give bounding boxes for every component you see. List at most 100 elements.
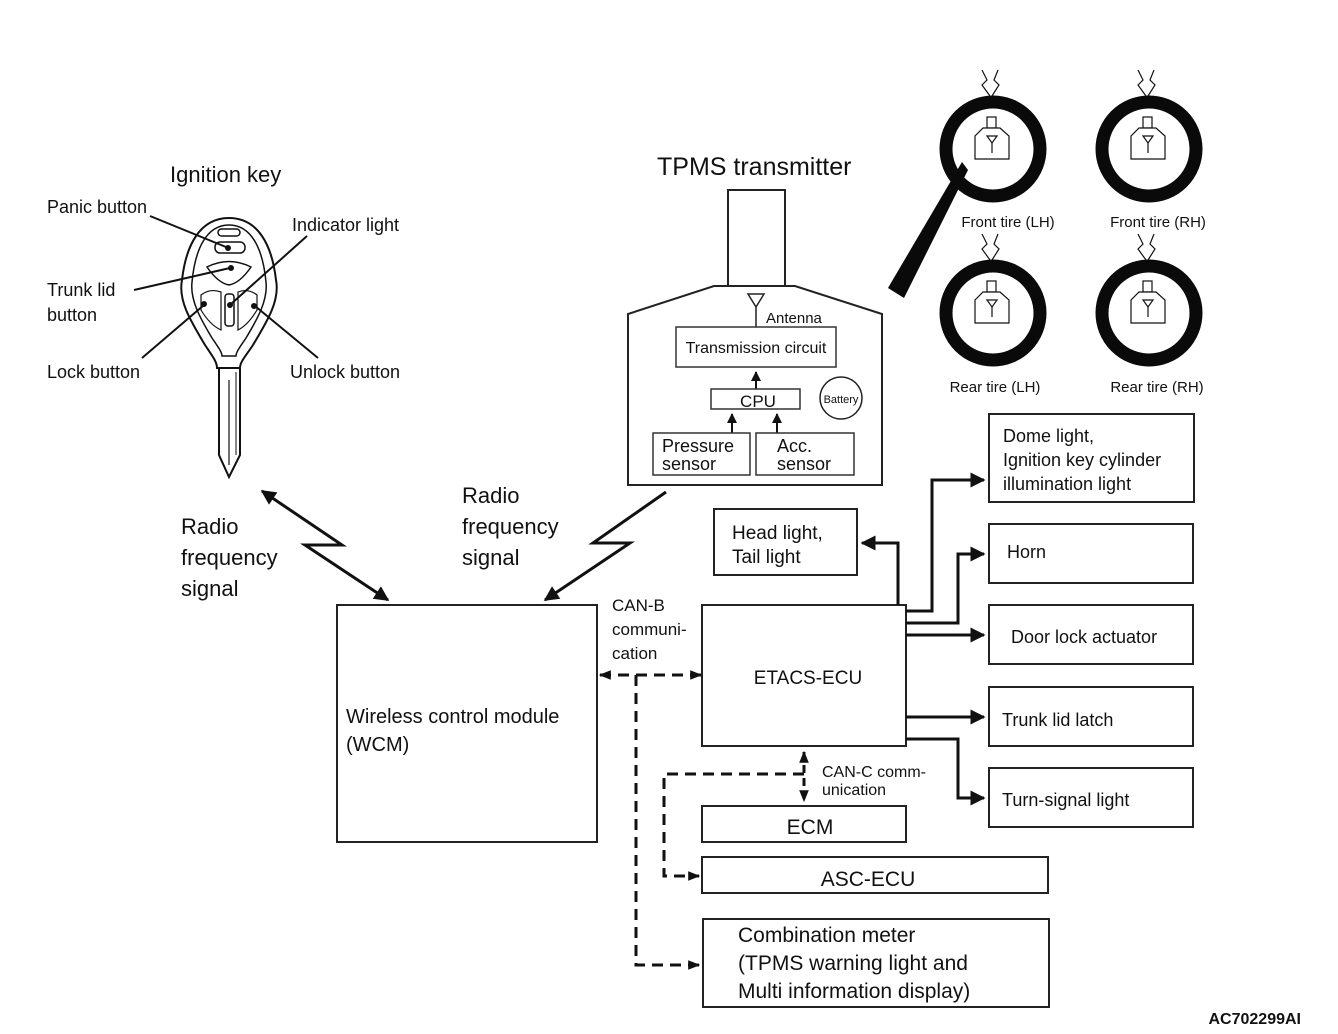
tire-rear-rh: Rear tire (RH) <box>1095 233 1204 396</box>
trunk-lid-button-label-1: Trunk lid <box>47 280 115 300</box>
battery-label: Battery <box>824 394 859 406</box>
unlock-button-leader <box>254 305 319 359</box>
etacs-to-headlight <box>860 535 900 605</box>
front-rh-label: Front tire (RH) <box>1110 214 1206 231</box>
rf-left-line-2: frequency <box>181 545 278 570</box>
wcm-box <box>336 604 598 843</box>
tire-front-rh: Front tire (RH) <box>1095 69 1206 231</box>
trunk-lid-latch-box <box>988 686 1194 747</box>
can-c-to-asc <box>662 772 804 881</box>
pressure-sensor-label-1: Pressure <box>662 436 734 456</box>
etacs-ecu-box <box>701 604 907 747</box>
asc-ecu-box <box>701 856 1049 894</box>
combination-meter-box <box>702 918 1050 1008</box>
can-b-label-2: communi- <box>612 620 687 639</box>
etacs-ecu-label: ETACS-ECU <box>754 668 862 689</box>
rf-right-line-2: frequency <box>462 514 559 539</box>
trunk-lid-latch-label: Trunk lid latch <box>1002 710 1113 730</box>
tires-group: Front tire (LH) Front tire (RH) Rear tir… <box>939 69 1206 396</box>
trunk-lid-button-leader <box>133 267 231 291</box>
can-b-label-1: CAN-B <box>612 596 665 615</box>
rf-signal-left: Radio frequency signal <box>181 489 390 602</box>
horn-label: Horn <box>1007 542 1046 562</box>
rear-lh-label: Rear tire (LH) <box>950 379 1041 396</box>
rf-left-line-1: Radio <box>181 514 238 539</box>
can-c-label-1: CAN-C comm- <box>822 764 926 781</box>
ignition-key-group: Ignition key Panic button Indicator ligh… <box>47 162 400 480</box>
panic-button-label: Panic button <box>47 197 147 217</box>
head-tail-light-box <box>713 508 858 576</box>
battery-icon <box>819 376 863 420</box>
wcm-label-1: Wireless control module <box>346 706 559 728</box>
rf-lightning-arrow-right <box>543 490 667 602</box>
etacs-to-dome-light <box>906 472 986 613</box>
key-fob-icon <box>180 216 278 480</box>
ignition-key-title: Ignition key <box>170 162 281 187</box>
combination-meter-label-1: Combination meter <box>738 924 915 947</box>
rf-right-line-1: Radio <box>462 483 519 508</box>
etacs-to-horn <box>906 546 986 625</box>
sensor-icon <box>974 280 1010 324</box>
wcm-label-2: (WCM) <box>346 734 409 756</box>
combination-meter-label-2: (TPMS warning light and <box>738 952 968 975</box>
ecm-box <box>701 805 907 843</box>
transmitter-housing <box>627 285 883 486</box>
tire-icon <box>939 95 1047 203</box>
unlock-button-label: Unlock button <box>290 362 400 382</box>
tire-icon <box>939 259 1047 367</box>
antenna-label: Antenna <box>766 310 823 327</box>
door-lock-actuator-label: Door lock actuator <box>1011 627 1157 647</box>
head-tail-light-label-2: Tail light <box>732 547 801 568</box>
indicator-light-leader <box>230 235 308 305</box>
rf-left-line-3: signal <box>181 576 238 601</box>
signal-wave-icon <box>1137 69 1156 97</box>
figure-id: AC702299AI <box>1209 1011 1302 1028</box>
panic-button-leader <box>149 215 227 248</box>
lock-button-label: Lock button <box>47 362 140 382</box>
rf-right-line-3: signal <box>462 545 519 570</box>
rf-lightning-arrow-left <box>260 489 390 602</box>
valve-stem <box>727 189 786 287</box>
ecm-label: ECM <box>787 816 834 839</box>
trunk-lid-button-label-2: button <box>47 305 97 325</box>
acc-sensor-label-2: sensor <box>777 454 831 474</box>
turn-signal-light-box <box>988 767 1194 828</box>
combination-meter-label-3: Multi information display) <box>738 980 970 1003</box>
rear-rh-label: Rear tire (RH) <box>1110 379 1203 396</box>
signal-wave-icon <box>981 69 1000 97</box>
head-tail-light-label-1: Head light, <box>732 523 823 544</box>
tire-icon <box>1095 95 1203 203</box>
transmission-circuit-box <box>675 326 837 368</box>
door-lock-actuator-box <box>988 604 1194 665</box>
etacs-to-turn-signal <box>906 737 986 806</box>
tire-front-lh: Front tire (LH) <box>939 69 1055 231</box>
signal-wave-icon <box>1137 233 1156 261</box>
signal-wave-icon <box>981 233 1000 261</box>
callout-wedge <box>888 162 968 298</box>
cpu-box <box>710 388 801 410</box>
antenna-icon <box>746 293 766 327</box>
dome-light-label-1: Dome light, <box>1003 426 1094 446</box>
turn-signal-light-label: Turn-signal light <box>1002 790 1129 810</box>
asc-ecu-label: ASC-ECU <box>821 868 916 891</box>
acc-sensor-label-1: Acc. <box>777 436 812 456</box>
sensor-icon <box>1130 116 1166 160</box>
dome-light-box <box>988 413 1195 503</box>
tire-rear-lh: Rear tire (LH) <box>939 233 1047 396</box>
can-b-label-3: cation <box>612 644 657 663</box>
dome-light-label-2: Ignition key cylinder <box>1003 450 1161 470</box>
sensor-icon <box>1130 280 1166 324</box>
pressure-sensor-box <box>652 432 751 476</box>
tire-icon <box>1095 259 1203 367</box>
horn-box <box>988 523 1194 584</box>
transmission-circuit-label: Transmission circuit <box>686 340 827 357</box>
can-b-to-combination-meter <box>634 675 701 970</box>
indicator-light-label: Indicator light <box>292 215 399 235</box>
sensor-icon <box>974 116 1010 160</box>
pressure-sensor-label-2: sensor <box>662 454 716 474</box>
can-c-label-2: unication <box>822 782 886 799</box>
dome-light-label-3: illumination light <box>1003 474 1131 494</box>
tpms-transmitter-title: TPMS transmitter <box>657 153 851 181</box>
front-lh-label: Front tire (LH) <box>961 214 1054 231</box>
